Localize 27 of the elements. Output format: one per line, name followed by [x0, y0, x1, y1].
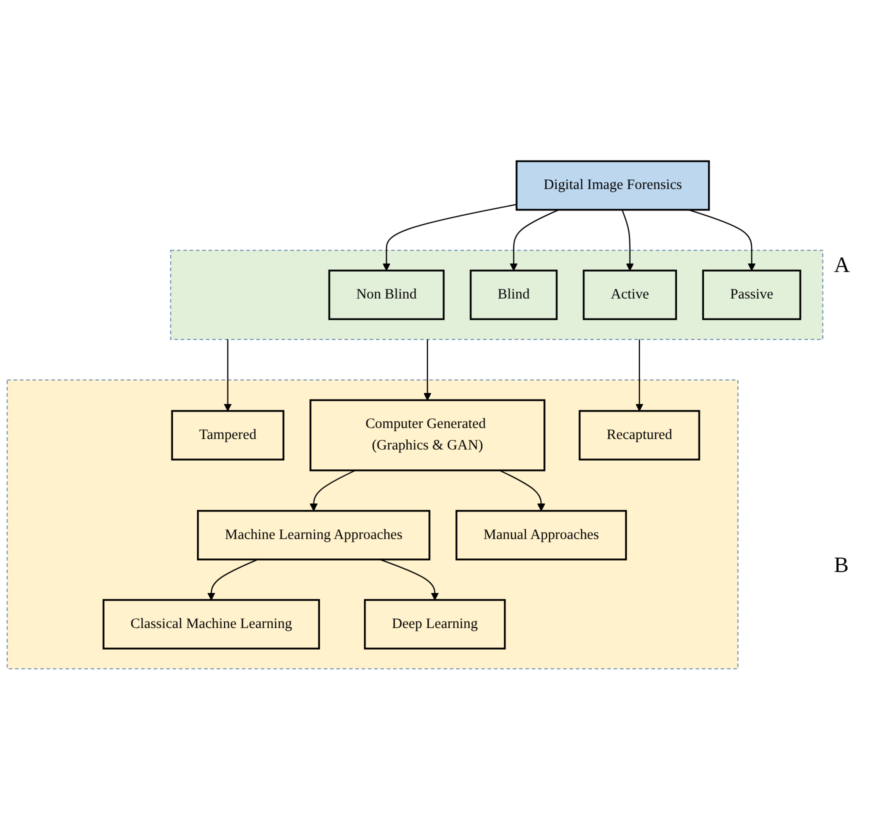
node-box: Computer Generated (Graphics & GAN) — [310, 399, 546, 472]
arrow — [423, 339, 432, 400]
node-box: Active — [582, 270, 677, 320]
node-box: Passive — [702, 270, 802, 320]
section-label: B — [833, 551, 850, 579]
arrow — [622, 210, 634, 271]
arrow — [510, 209, 559, 271]
node-box: Digital Image Forensics — [516, 160, 710, 211]
node-box: Non Blind — [328, 270, 445, 320]
node-box: Blind — [470, 270, 558, 320]
arrow — [382, 204, 517, 271]
node-box: Tampered — [171, 410, 284, 460]
node-box: Deep Learning — [364, 599, 506, 650]
node-box: Manual Approaches — [456, 510, 627, 560]
arrow — [224, 339, 232, 412]
arrow — [499, 470, 546, 512]
arrow — [635, 339, 644, 412]
arrow — [380, 558, 439, 600]
arrow — [688, 209, 756, 271]
node-box: Recaptured — [578, 410, 700, 460]
arrow — [310, 470, 356, 512]
cluster — [170, 250, 824, 340]
node-box: Classical Machine Learning — [102, 599, 320, 650]
section-label: A — [833, 251, 851, 279]
arrow — [207, 558, 258, 600]
cluster — [6, 379, 738, 670]
node-box: Machine Learning Approaches — [197, 510, 430, 560]
